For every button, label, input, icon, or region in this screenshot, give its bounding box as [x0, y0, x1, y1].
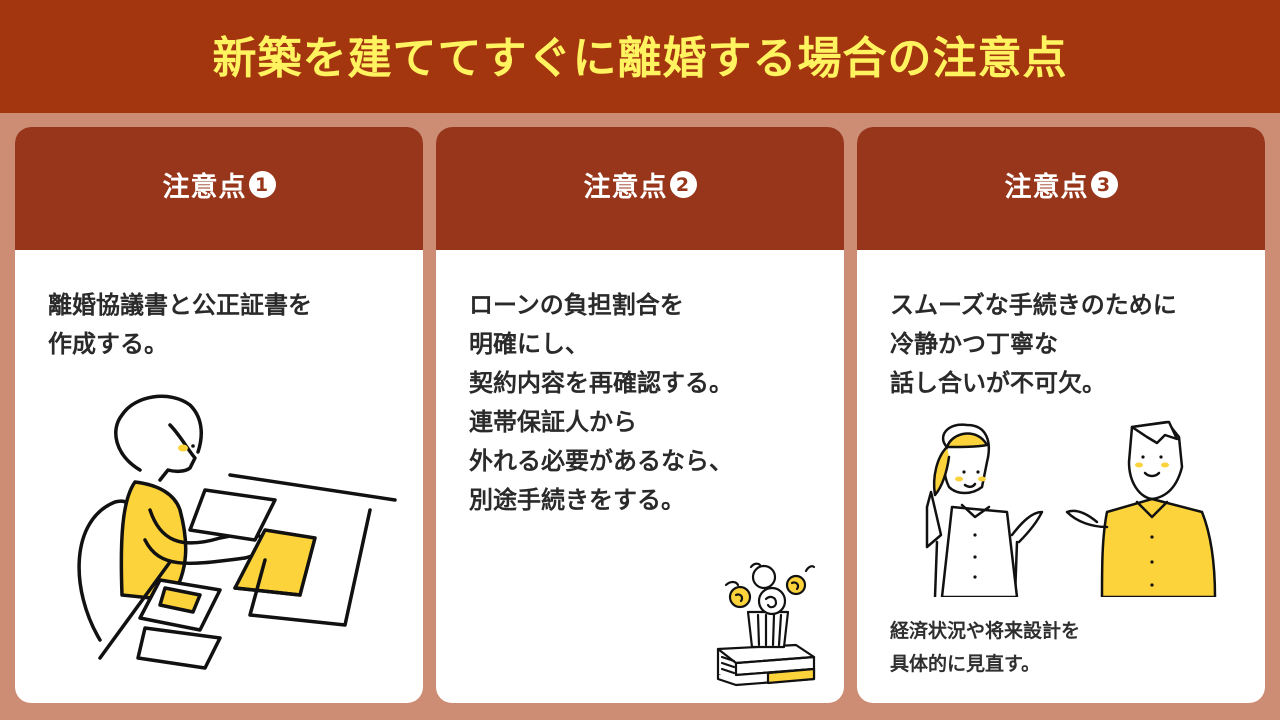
card-heading: 注意点: [1004, 172, 1089, 203]
card-text: ローンの負担割合を 明確にし、 契約内容を再確認する。 連帯保証人から 外れる必…: [469, 291, 733, 514]
card-heading: 注意点: [583, 172, 668, 203]
card-header: 注意点 3: [857, 127, 1265, 250]
page-title: 新築を建ててすぐに離婚する場合の注意点: [212, 32, 1068, 84]
number-badge: 1: [248, 171, 276, 198]
couple-discussing-icon: [925, 420, 1217, 597]
card-heading: 注意点: [162, 172, 247, 203]
number-badge: 3: [1090, 171, 1118, 198]
page-header: 新築を建ててすぐに離婚する場合の注意点: [0, 0, 1280, 113]
sub-note: 経済状況や将来設計を 具体的に見直す。: [890, 620, 1081, 675]
card-header: 注意点 1: [15, 127, 423, 250]
number-badge: 2: [669, 171, 697, 198]
card-text: 離婚協議書と公正証書を 作成する。: [48, 291, 312, 358]
caution-card-3: 注意点 3 スムーズな手続きのために 冷静かつ丁寧な 話し合いが不可欠。: [857, 127, 1265, 703]
flowers-on-books-icon: [716, 562, 816, 687]
caution-card-2: 注意点 2 ローンの負担割合を 明確にし、 契約内容を再確認する。 連帯保証人か…: [436, 127, 844, 703]
woman-reviewing-documents-icon: [77, 394, 397, 670]
card-text: スムーズな手続きのために 冷静かつ丁寧な 話し合いが不可欠。: [890, 291, 1177, 397]
caution-card-1: 注意点 1 離婚協議書と公正証書を 作成する。: [15, 127, 423, 703]
card-header: 注意点 2: [436, 127, 844, 250]
